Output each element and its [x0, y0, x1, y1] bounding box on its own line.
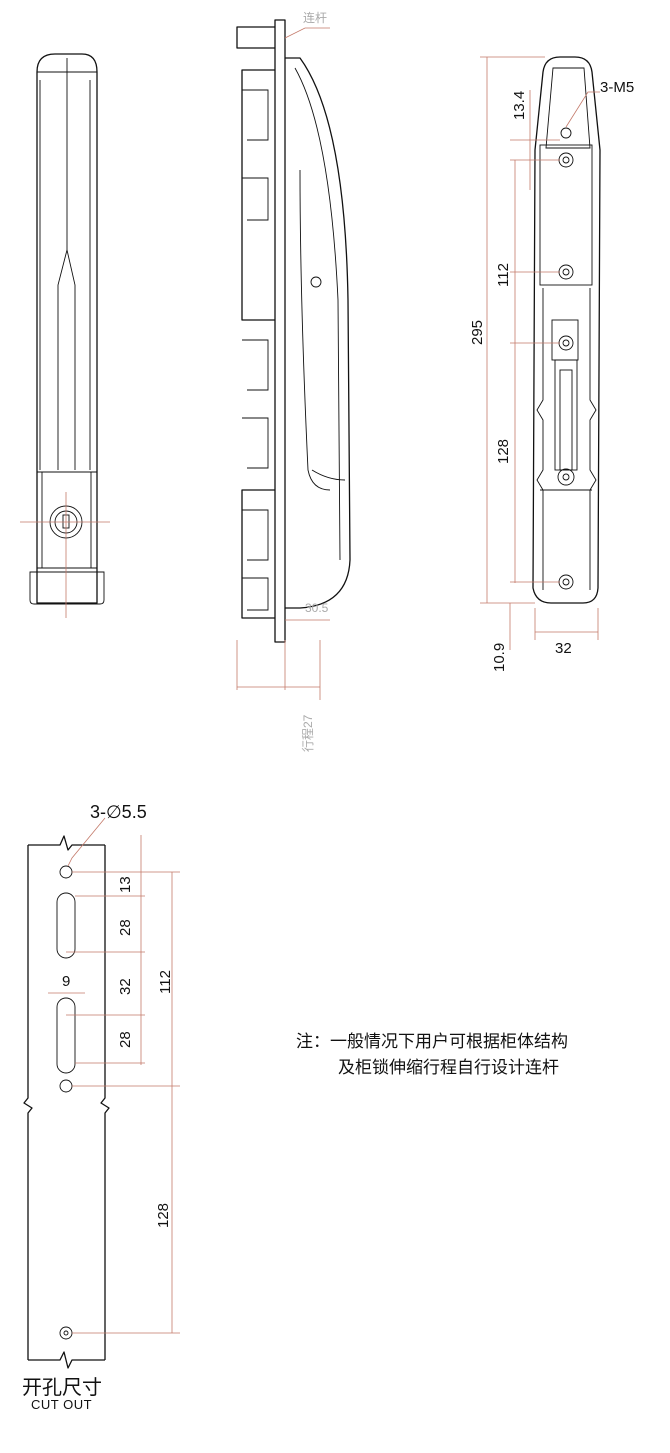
- cutout-dim-112: 112: [157, 970, 174, 994]
- cutout-dim-9: 9: [62, 973, 70, 990]
- thread-label: 3-M5: [600, 79, 634, 96]
- dim-lower-span: 128: [495, 439, 512, 464]
- cutout-dim-32: 32: [117, 978, 134, 995]
- cutout-caption-english: CUT OUT: [31, 1397, 93, 1412]
- travel-dimension: 行程27: [300, 714, 315, 752]
- cutout-dim-13: 13: [117, 876, 134, 893]
- cutout-caption-chinese: 开孔尺寸: [22, 1375, 102, 1399]
- dim-bottom-offset: 10.9: [491, 643, 508, 672]
- cutout-dim-128: 128: [155, 1203, 172, 1228]
- cutout-template: [23, 817, 180, 1369]
- design-note-line2: 及柜锁伸缩行程自行设计连杆: [338, 1058, 559, 1078]
- depth-dimension: 30.5: [305, 601, 329, 615]
- handle-side-view: [20, 53, 110, 618]
- cutout-dim-28a: 28: [117, 919, 134, 936]
- dim-upper-span: 112: [495, 263, 512, 287]
- dim-width: 32: [555, 640, 572, 657]
- handle-front-view: [480, 56, 601, 650]
- handle-profile-view: [236, 19, 351, 700]
- hole-spec-label: 3-∅5.5: [90, 802, 147, 822]
- connecting-rod-label: 连杆: [303, 10, 327, 25]
- cutout-dim-28b: 28: [117, 1031, 134, 1048]
- dim-overall: 295: [469, 320, 486, 345]
- dim-top-offset: 13.4: [511, 91, 528, 120]
- design-note-line1: 注：一般情况下用户可根据柜体结构: [296, 1032, 568, 1052]
